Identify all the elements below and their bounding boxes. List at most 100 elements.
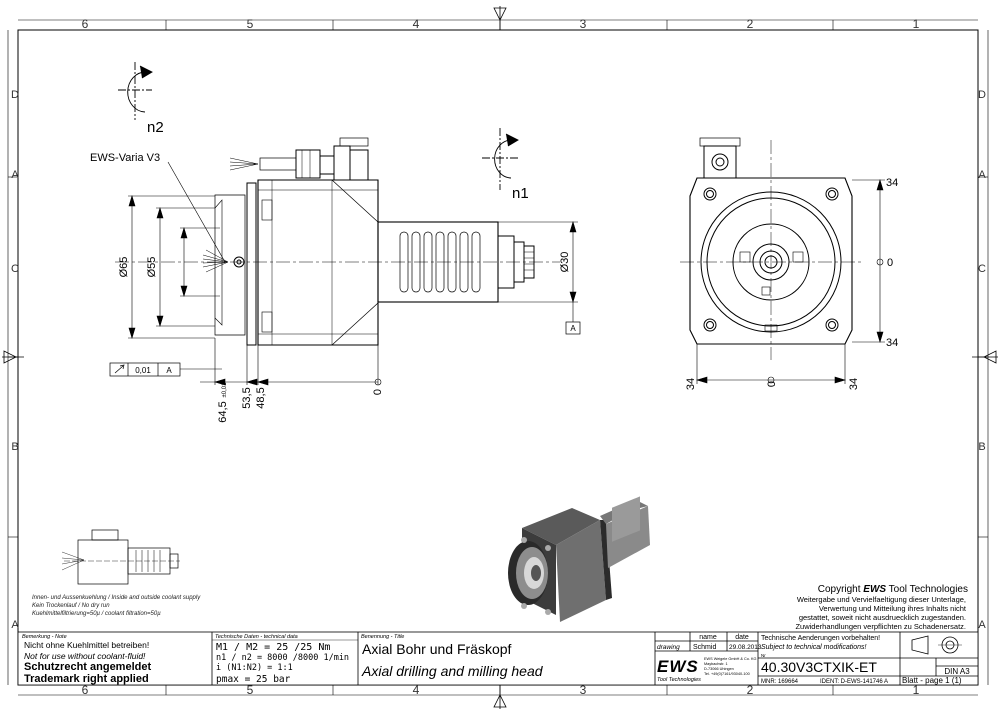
col-label: 4 bbox=[413, 683, 420, 697]
copyright-brand: EWS bbox=[863, 584, 886, 595]
coolant-spray-icon bbox=[61, 551, 85, 571]
dim-34-bottom: 34 bbox=[886, 337, 898, 349]
col-label: 2 bbox=[747, 683, 754, 697]
part-number: 40.30V3CTXIK-ET bbox=[761, 659, 877, 675]
row-label: D bbox=[11, 89, 19, 101]
col-label: 1 bbox=[913, 17, 920, 31]
dim-48-5: 48,5 bbox=[255, 387, 267, 408]
col-name-header: name bbox=[699, 634, 717, 641]
nr-label: Nr bbox=[761, 653, 766, 658]
rotation-symbol-n2 bbox=[118, 62, 153, 120]
coolant-note: Kein Trockenlauf / No dry run bbox=[32, 603, 110, 609]
col-label: 3 bbox=[580, 683, 587, 697]
change-notice-de: Technische Aenderungen vorbehalten! bbox=[761, 635, 880, 642]
dim-zero-front-right: 0 bbox=[887, 257, 893, 269]
rotation-n1-label: n1 bbox=[512, 185, 529, 202]
title-english: Axial drilling and milling head bbox=[361, 663, 544, 679]
copyright-line: Weitergabe und Vervielfaeltigung dieser … bbox=[797, 595, 966, 604]
tech-header: Technische Daten - technical data bbox=[215, 634, 298, 640]
change-notice-en: Subject to technical modifications! bbox=[761, 644, 866, 651]
note-header: Bemerkung - Note bbox=[22, 634, 67, 640]
col-label: 4 bbox=[413, 17, 420, 31]
col-label: 5 bbox=[247, 17, 254, 31]
col-date-header: date bbox=[735, 634, 749, 641]
col-label: 2 bbox=[747, 17, 754, 31]
note-trademark: Trademark right applied bbox=[24, 673, 149, 685]
row-label: D bbox=[978, 89, 986, 101]
front-view bbox=[680, 137, 862, 360]
centering-marks bbox=[2, 6, 998, 709]
title-block-grid bbox=[17, 631, 979, 686]
dim-zero-side: 0 bbox=[372, 389, 384, 395]
ident-number: IDENT: D-EWS-141746 A bbox=[820, 679, 888, 685]
dim-d30: Ø30 bbox=[559, 252, 571, 273]
tech-ratio: i (N1:N2) = 1:1 bbox=[216, 663, 293, 673]
datum-a-label: A bbox=[570, 324, 576, 333]
row-label: B bbox=[11, 441, 18, 453]
note-patent: Schutzrecht angemeldet bbox=[24, 661, 151, 673]
copyright-line: gestattet, soweit nicht ausdruecklich zu… bbox=[799, 613, 966, 622]
dim-d55: Ø55 bbox=[146, 257, 158, 278]
dim-64-5: 64,5 bbox=[217, 401, 229, 422]
row-label: A bbox=[978, 169, 986, 181]
shank-serration bbox=[399, 231, 481, 293]
drawn-date: 29.08.2013 bbox=[729, 644, 762, 651]
title-german: Axial Bohr und Fräskopf bbox=[362, 641, 512, 657]
col-label: 6 bbox=[82, 17, 89, 31]
dim-d65: Ø65 bbox=[118, 257, 130, 278]
col-label: 3 bbox=[580, 17, 587, 31]
tech-torque: M1 / M2 = 25 /25 Nm bbox=[216, 642, 330, 653]
rotation-n2-label: n2 bbox=[147, 119, 164, 136]
company-address-line: D-73066 Uhingen bbox=[704, 667, 734, 671]
col-label: 1 bbox=[913, 683, 920, 697]
sheet-number: Blatt - page 1 (1) bbox=[902, 676, 962, 685]
col-label: 6 bbox=[82, 683, 89, 697]
coolant-notes: Innen- und Aussenkuehlung / Inside and o… bbox=[32, 595, 201, 617]
rotation-symbol-n1 bbox=[482, 128, 519, 190]
coolant-note: Innen- und Aussenkuehlung / Inside and o… bbox=[32, 595, 201, 601]
tolerance-frame bbox=[109, 362, 181, 377]
dim-34-right: 34 bbox=[848, 378, 860, 390]
dim-34-left: 34 bbox=[685, 378, 697, 390]
side-view-dimensions bbox=[128, 161, 578, 386]
dim-34-top: 34 bbox=[886, 177, 898, 189]
coolant-spray-icon bbox=[202, 249, 229, 273]
dim-zero-front-bottom: 0 bbox=[766, 381, 778, 387]
din-format: DIN A3 bbox=[944, 667, 970, 676]
coolant-mini-sketch bbox=[61, 529, 180, 585]
tolerance-value: 0,01 bbox=[135, 366, 151, 375]
tolerance-datum: A bbox=[166, 366, 172, 375]
col-label: 5 bbox=[247, 683, 254, 697]
row-label: A bbox=[11, 169, 19, 181]
company-logo: EWS bbox=[657, 657, 699, 676]
note-line-de: Nicht ohne Kuehlmittel betreiben! bbox=[24, 640, 149, 650]
row-label: A bbox=[978, 619, 986, 631]
copyright-heading: Copyright EWS Tool Technologies bbox=[818, 584, 968, 595]
title-header: Benennung - Title bbox=[361, 634, 404, 640]
frame-row-labels: D A C B A D A C B A bbox=[11, 89, 986, 631]
copyright-line: Verwertung und Mitteilung ihres Inhalts … bbox=[819, 604, 967, 613]
tech-pressure: pmax = 25 bar bbox=[216, 674, 291, 685]
company-logo-sub: Tool Technologies bbox=[657, 677, 701, 683]
coolant-note: Kuehlmittelfiltrierung=50µ / coolant fil… bbox=[32, 611, 161, 617]
note-line-en: Not for use without coolant-fluid! bbox=[24, 651, 146, 661]
front-view-dimensions bbox=[695, 178, 885, 384]
copyright-text: Weitergabe und Vervielfaeltigung dieser … bbox=[795, 595, 966, 631]
mnr-number: MNR: 169664 bbox=[761, 679, 799, 685]
row-label: C bbox=[978, 263, 986, 275]
label-ews-varia: EWS-Varia V3 bbox=[90, 152, 160, 164]
row-label: A bbox=[11, 619, 19, 631]
company-address-line: EWS Weigele GmbH & Co. KG bbox=[704, 657, 757, 661]
projection-symbol-icon bbox=[911, 635, 962, 655]
isometric-tool-render bbox=[508, 496, 650, 622]
drawn-by: Schmid bbox=[693, 644, 716, 651]
row-drawing-label: drawing bbox=[657, 644, 680, 651]
side-view bbox=[115, 137, 560, 346]
row-label: B bbox=[978, 441, 985, 453]
copyright-line: Zuwiderhandlungen verpflichten zu Schade… bbox=[795, 622, 966, 631]
dim-53-5: 53,5 bbox=[241, 387, 253, 408]
company-address: EWS Weigele GmbH & Co. KG Maybachstr. 1 … bbox=[704, 657, 757, 676]
company-address-line: Maybachstr. 1 bbox=[704, 662, 728, 666]
tech-speed: n1 / n2 = 8000 /8000 1/min bbox=[216, 653, 349, 663]
